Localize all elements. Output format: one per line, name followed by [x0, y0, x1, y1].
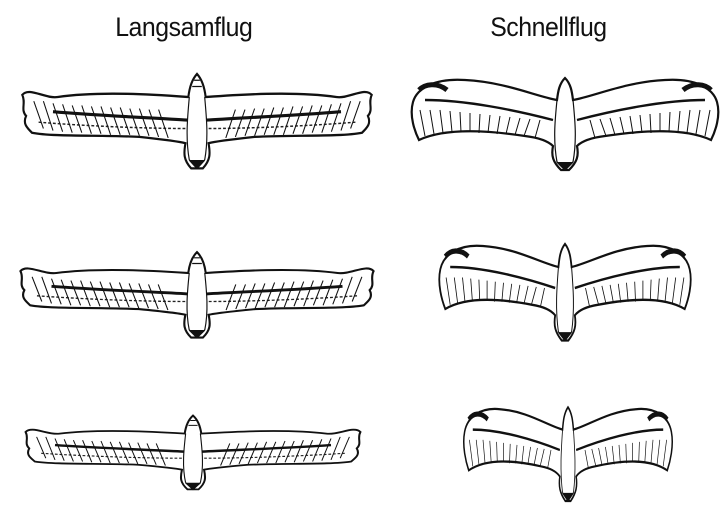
slow-flight-bird-2 — [20, 252, 373, 338]
fast-flight-bird-2 — [439, 244, 690, 341]
fast-flight-bird-1 — [412, 78, 719, 170]
slow-flight-bird-3 — [26, 416, 361, 490]
fast-flight-bird-3 — [464, 407, 673, 501]
slow-flight-bird-1 — [22, 74, 371, 168]
